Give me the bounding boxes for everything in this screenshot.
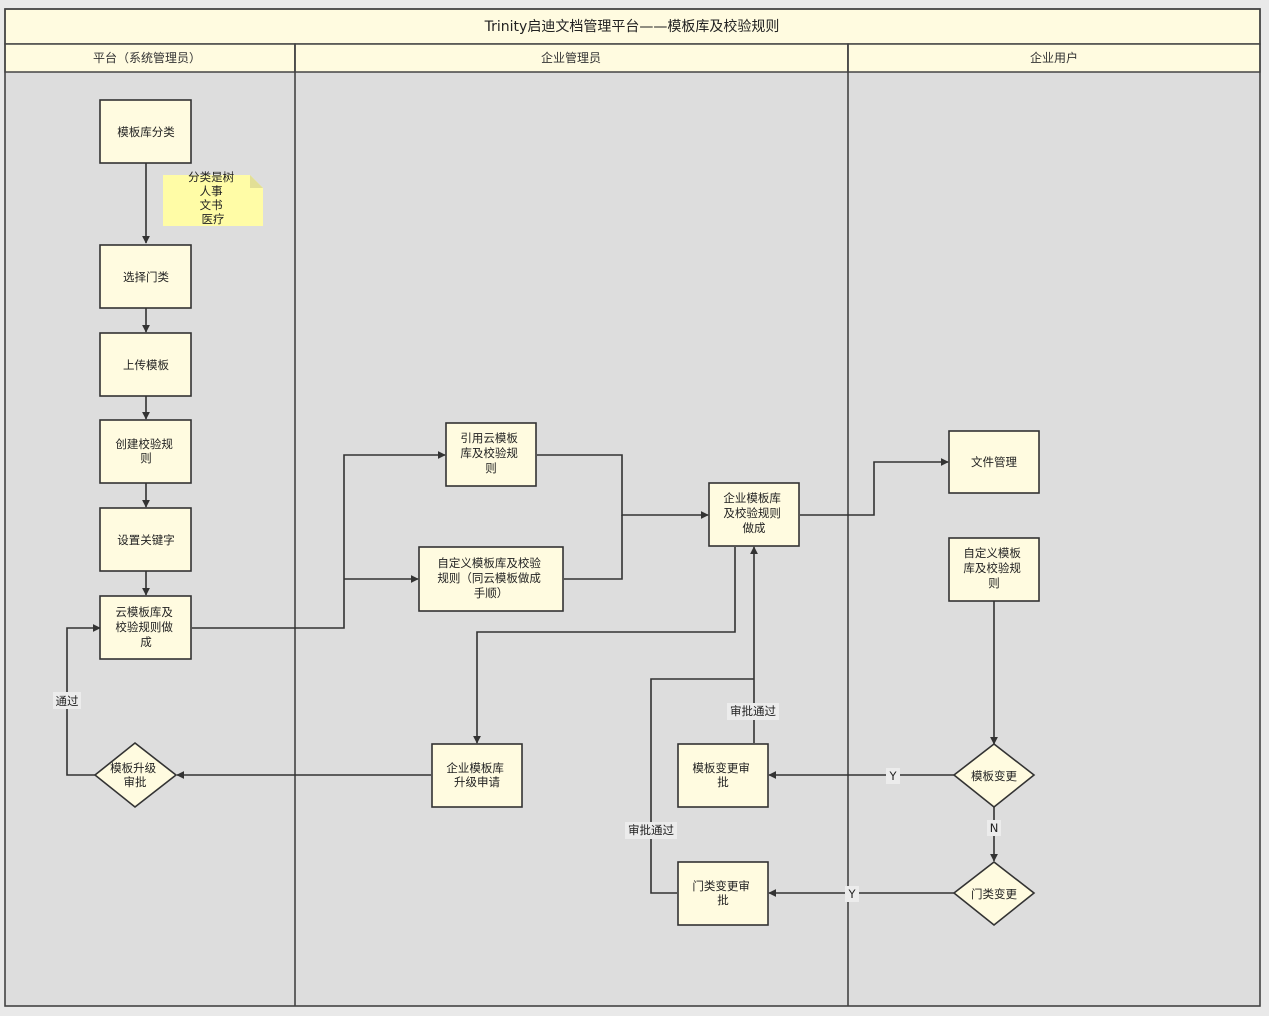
svg-text:模板变更: 模板变更: [971, 769, 1017, 783]
node-line: 模板变更: [971, 769, 1017, 783]
node-line: 自定义模板: [963, 546, 1021, 560]
node-create-validation-rule: 创建校验规 则: [99, 419, 192, 484]
node-line: 模板变更审: [692, 761, 750, 775]
edge-label-n7-n6: 通过: [56, 694, 79, 708]
lane-body-enterprise-user: [848, 72, 1260, 1006]
sticky-note: 分类是树 人事 文书 医疗: [163, 170, 263, 226]
node-cloud-template-library-done: 云模板库及 校验规则做 成: [99, 595, 192, 660]
node-line: 批: [717, 893, 729, 907]
node-line: 引用云模板: [460, 431, 518, 445]
edge-label-n16-n17: N: [990, 821, 999, 835]
node-line: 上传模板: [123, 358, 169, 372]
node-line: 库及校验规: [963, 561, 1021, 575]
svg-text:上传模板: 上传模板: [123, 358, 169, 372]
node-line: 则: [485, 461, 497, 475]
edge-n9-n10: [564, 515, 623, 580]
edge-n10-n14: [800, 458, 949, 516]
node-template-upgrade-approval: 模板升级 审批: [93, 741, 178, 809]
svg-text:选择门类: 选择门类: [123, 270, 169, 284]
nodes: 模板库分类 选择门类 上传模板 创建校验规 则: [93, 99, 1040, 927]
lane-label-enterprise-admin: 企业管理员: [541, 50, 601, 65]
node-line: 模板库分类: [117, 125, 175, 139]
node-line: 自定义模板库及校验: [437, 556, 541, 570]
node-set-keywords: 设置关键字: [99, 507, 192, 572]
svg-text:云模板库及 校验规则做 成: 云模板库及 校验规则做 成: [115, 605, 176, 649]
node-template-change-approval: 模板变更审 批: [677, 743, 769, 808]
node-line: 创建校验规: [115, 437, 173, 451]
node-line: 审批: [124, 775, 147, 789]
svg-text:设置关键字: 设置关键字: [117, 533, 175, 547]
node-line: 校验规则做: [115, 620, 173, 634]
node-upload-template: 上传模板: [99, 332, 192, 397]
node-line: 则: [988, 576, 1000, 590]
edge-label-n16-n12: Y: [888, 769, 897, 783]
node-reference-cloud-template: 引用云模板 库及校验规 则: [445, 422, 537, 487]
node-line: 门类变更: [971, 887, 1017, 901]
node-line: 企业模板库: [723, 491, 781, 505]
edge-n13-n10: [650, 678, 754, 894]
node-line: 手顺）: [474, 586, 509, 600]
svg-text:门类变更: 门类变更: [971, 887, 1017, 901]
svg-text:模板升级 审批: 模板升级 审批: [110, 761, 160, 789]
edge-label-n17-n13: Y: [847, 887, 856, 901]
node-line: 升级申请: [454, 775, 500, 789]
note-line: 医疗: [202, 212, 225, 226]
node-line: 及校验规则: [723, 506, 781, 520]
svg-text:自定义模板 库及校验规 则: 自定义模板 库及校验规 则: [963, 546, 1024, 590]
svg-text:门类变更审 批: 门类变更审 批: [692, 879, 753, 907]
node-template-library-classification: 模板库分类: [99, 99, 192, 164]
node-file-management: 文件管理: [948, 430, 1040, 494]
node-line: 则: [140, 451, 152, 465]
svg-text:自定义模板库及校验 规则（同云模板做成: 自定义模板库及校验 规则（同云模板做成 手顺）: [437, 556, 544, 600]
node-category-change-approval: 门类变更审 批: [677, 861, 769, 926]
node-user-custom-template-library: 自定义模板 库及校验规 则: [948, 537, 1040, 602]
edges: [66, 163, 998, 897]
node-line: 文件管理: [971, 455, 1017, 469]
node-line: 库及校验规: [460, 446, 518, 460]
node-line: 成: [140, 635, 152, 649]
node-line: 做成: [743, 521, 766, 535]
svg-text:模板变更审 批: 模板变更审 批: [692, 761, 753, 789]
note-line: 人事: [200, 184, 223, 198]
edge-n8-n10: [537, 454, 709, 519]
note-line: 文书: [200, 198, 223, 212]
svg-text:创建校验规 则: 创建校验规 则: [115, 437, 176, 465]
node-enterprise-template-library-done: 企业模板库 及校验规则 做成: [708, 482, 800, 547]
node-line: 规则（同云模板做成: [437, 571, 541, 585]
svg-text:企业模板库 升级申请: 企业模板库 升级申请: [446, 761, 507, 789]
lane-label-enterprise-user: 企业用户: [1030, 50, 1078, 65]
node-line: 企业模板库: [446, 761, 504, 775]
lane-label-platform: 平台（系统管理员）: [93, 50, 201, 65]
note-line: 分类是树: [188, 170, 234, 184]
edge-labels: 通过 Y N Y 审批通过 审批通过: [53, 692, 1001, 902]
node-line: 门类变更审: [692, 879, 750, 893]
lane-header-enterprise-user: [847, 43, 1261, 73]
node-line: 选择门类: [123, 270, 169, 284]
node-line: 批: [717, 775, 729, 789]
diagram-frame: [4, 8, 1261, 1007]
edge-n6-n8: [192, 451, 446, 629]
node-select-category: 选择门类: [99, 244, 192, 309]
node-template-change-decision: 模板变更: [952, 742, 1036, 809]
diagram-title: Trinity启迪文档管理平台——模板库及校验规则: [484, 18, 780, 35]
svg-text:引用云模板 库及校验规 则: 引用云模板 库及校验规 则: [460, 431, 521, 475]
svg-text:分类是树 人事 文书 医: 分类是树 人事 文书 医疗: [188, 170, 238, 226]
node-custom-template-library: 自定义模板库及校验 规则（同云模板做成 手顺）: [418, 546, 564, 612]
node-category-change-decision: 门类变更: [952, 860, 1036, 927]
node-line: 模板升级: [110, 761, 156, 775]
edge-n10-n11: [473, 547, 736, 744]
edge-label-n13-n10: 审批通过: [628, 823, 674, 837]
svg-text:企业模板库 及校验规则 做成: 企业模板库 及校验规则 做成: [723, 491, 784, 535]
svg-text:模板库分类: 模板库分类: [117, 125, 175, 139]
edge-label-n12-n10: 审批通过: [730, 704, 776, 718]
node-enterprise-upgrade-request: 企业模板库 升级申请: [431, 743, 523, 808]
node-line: 设置关键字: [117, 533, 175, 547]
node-line: 云模板库及: [115, 605, 173, 619]
svg-text:文件管理: 文件管理: [971, 455, 1017, 469]
